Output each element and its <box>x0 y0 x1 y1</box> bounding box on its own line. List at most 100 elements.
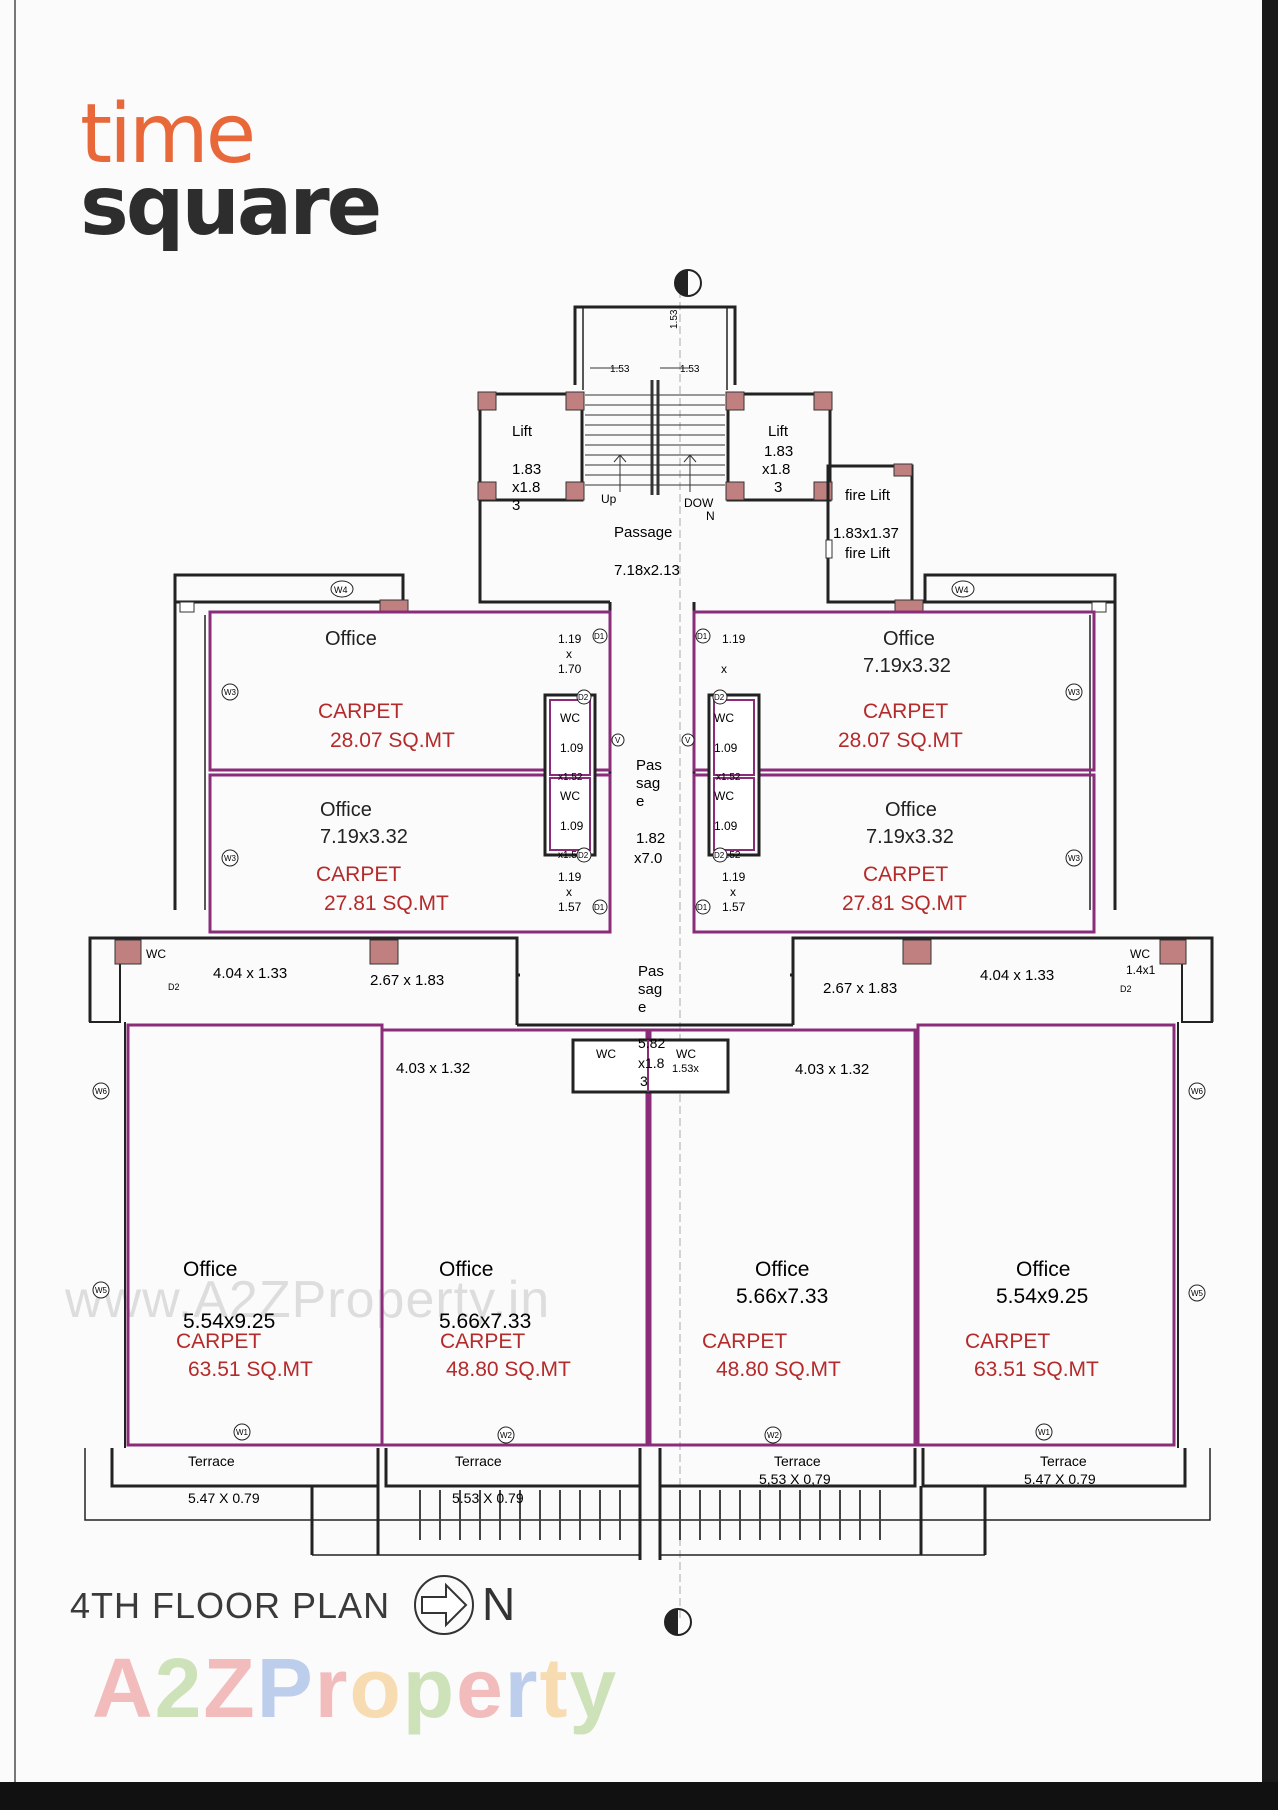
window-w3-4: W3 <box>1068 854 1081 863</box>
wc-upper-right-top-dim-2: x <box>721 662 727 676</box>
wc-upper-l1-dim: 1.09 <box>560 741 584 755</box>
central-passage-1: Pas <box>636 757 662 774</box>
central-passage-4: 1.82 <box>636 830 665 847</box>
office-upper-4-name: Office <box>885 799 937 821</box>
wc-upper-left-bottom-dim-2: x <box>566 885 572 899</box>
watermark-letter: e <box>456 1641 505 1735</box>
wc-upper-r-x152-a: x1.52 <box>716 772 741 783</box>
page-left-edge <box>14 0 16 1810</box>
window-w4-left: W4 <box>334 585 348 595</box>
window-w4-left-icon <box>330 580 354 598</box>
office-upper-3-name: Office <box>320 799 372 821</box>
fire-lift-label: fire Lift <box>845 487 891 504</box>
lower-office-partitions <box>126 1023 1176 1447</box>
brand-logo-line2: square <box>80 159 382 254</box>
office-upper-1-name: Office <box>325 628 377 650</box>
wc-upper-right-top-dim-1: 1.19 <box>722 632 746 646</box>
stair-down-label-2: N <box>706 509 715 523</box>
lower-wc-block <box>571 1038 730 1094</box>
lift-left-dim-2: x1.8 <box>512 479 540 496</box>
office-lower-2-size: 5.66x7.33 <box>439 1310 531 1333</box>
lower-passage-1: Pas <box>638 963 664 980</box>
window-w4-right-icon <box>951 580 975 598</box>
terrace-4-label: Terrace <box>1040 1453 1087 1469</box>
door-d1-lr: D1 <box>697 903 708 912</box>
wc-upper-right-bottom-dim-2: x <box>730 885 736 899</box>
wc-upper-left-bottom-dim-1: 1.19 <box>558 870 582 884</box>
wc-upper-r2-dim: 1.09 <box>714 819 738 833</box>
window-w1-left: W1 <box>236 1428 249 1437</box>
lift-left-label: Lift <box>512 423 533 440</box>
section-marker-top-icon <box>674 269 702 297</box>
door-d2-lr: D2 <box>714 851 725 860</box>
office-lower-4-size: 5.54x9.25 <box>996 1285 1088 1308</box>
stair-down-label: DOW <box>684 496 714 510</box>
window-w6-right: W6 <box>1191 1087 1204 1096</box>
wc-upper-left-top-dim-2: x <box>566 647 572 661</box>
wc-upper-r1: WC <box>714 711 734 725</box>
lower-wall-piers <box>114 939 1187 965</box>
brand-logo: time square <box>80 94 382 254</box>
terrace-3-label: Terrace <box>774 1453 821 1469</box>
wc-mid-right-dim: 1.53x <box>672 1063 699 1075</box>
lift-right-dim-3: 3 <box>774 479 782 496</box>
window-w2-left: W2 <box>500 1431 513 1440</box>
door-d2-ul: D2 <box>578 693 589 702</box>
inner-right-dim: 4.03 x 1.32 <box>795 1061 869 1078</box>
watermark-url: www.A2ZProperty.in <box>65 1271 551 1329</box>
stair-core <box>573 305 737 390</box>
watermark-letter: P <box>256 1641 315 1735</box>
page-bottom-edge <box>0 1782 1278 1810</box>
lift-left-piers <box>477 391 585 501</box>
stair-up-label: Up <box>601 492 617 506</box>
office-lower-3-area: 48.80 SQ.MT <box>716 1358 841 1381</box>
passage-dim: 7.18x2.13 <box>614 562 680 579</box>
office-lower-4-carpet: CARPET <box>965 1330 1050 1353</box>
vent-l: V <box>615 736 621 745</box>
office-lower-2-area: 48.80 SQ.MT <box>446 1358 571 1381</box>
wc-mid-right: WC <box>676 1047 696 1061</box>
watermark-letter: A <box>92 1641 155 1735</box>
watermark-letter: o <box>349 1641 403 1735</box>
terrace-outline <box>110 1448 1187 1560</box>
door-d1-ur: D1 <box>697 632 708 641</box>
vent-r: V <box>685 736 691 745</box>
building-outline-upper <box>173 573 1117 910</box>
wc-mid-dim-3: 3 <box>640 1073 648 1089</box>
wc-upper-l-x152-b: x1.52 <box>558 850 583 861</box>
door-d1-ul: D1 <box>594 632 605 641</box>
wc-upper-r-x152-b: x1.52 <box>716 850 741 861</box>
office-upper-3-size: 7.19x3.32 <box>320 826 408 848</box>
office-lower-4-area: 63.51 SQ.MT <box>974 1358 1099 1381</box>
terrace-2-label: Terrace <box>455 1453 502 1469</box>
lobby-left-mid-dim: 2.67 x 1.83 <box>370 972 444 989</box>
wc-upper-right-bottom-dim-1: 1.19 <box>722 870 746 884</box>
window-w4-right: W4 <box>955 585 969 595</box>
office-upper-3-area: 27.81 SQ.MT <box>324 892 449 915</box>
watermark-letter: r <box>504 1641 540 1735</box>
lobby-right-dim: 4.04 x 1.33 <box>980 967 1054 984</box>
wc-upper-left-top-dim-3: 1.70 <box>558 662 582 676</box>
lobby-right-wc: WC <box>1130 947 1150 961</box>
watermark-letter: Z <box>203 1641 257 1735</box>
door-d2-ur: D2 <box>714 693 725 702</box>
office-lower-1-name: Office <box>183 1258 237 1281</box>
office-lower-1-carpet: CARPET <box>176 1330 261 1353</box>
central-passage-2: sag <box>636 775 660 792</box>
watermark-letter: p <box>402 1641 457 1735</box>
watermark-logo: A2Z Property <box>92 1640 618 1737</box>
building-outline-lower <box>84 936 1214 1521</box>
office-lower-3-name: Office <box>755 1258 809 1281</box>
watermark-letter: 2 <box>154 1641 204 1735</box>
wc-mid-left: WC <box>596 1047 616 1061</box>
terrace-1-label: Terrace <box>188 1453 235 1469</box>
office-upper-4-area: 27.81 SQ.MT <box>842 892 967 915</box>
window-w5-left: W5 <box>95 1286 108 1295</box>
railing-ticks <box>419 1490 881 1540</box>
office-upper-2-name: Office <box>883 628 935 650</box>
office-upper-1-area: 28.07 SQ.MT <box>330 729 455 752</box>
terrace-2-dim: 5.53 X 0.79 <box>452 1490 524 1506</box>
central-passage-3: e <box>636 793 644 810</box>
